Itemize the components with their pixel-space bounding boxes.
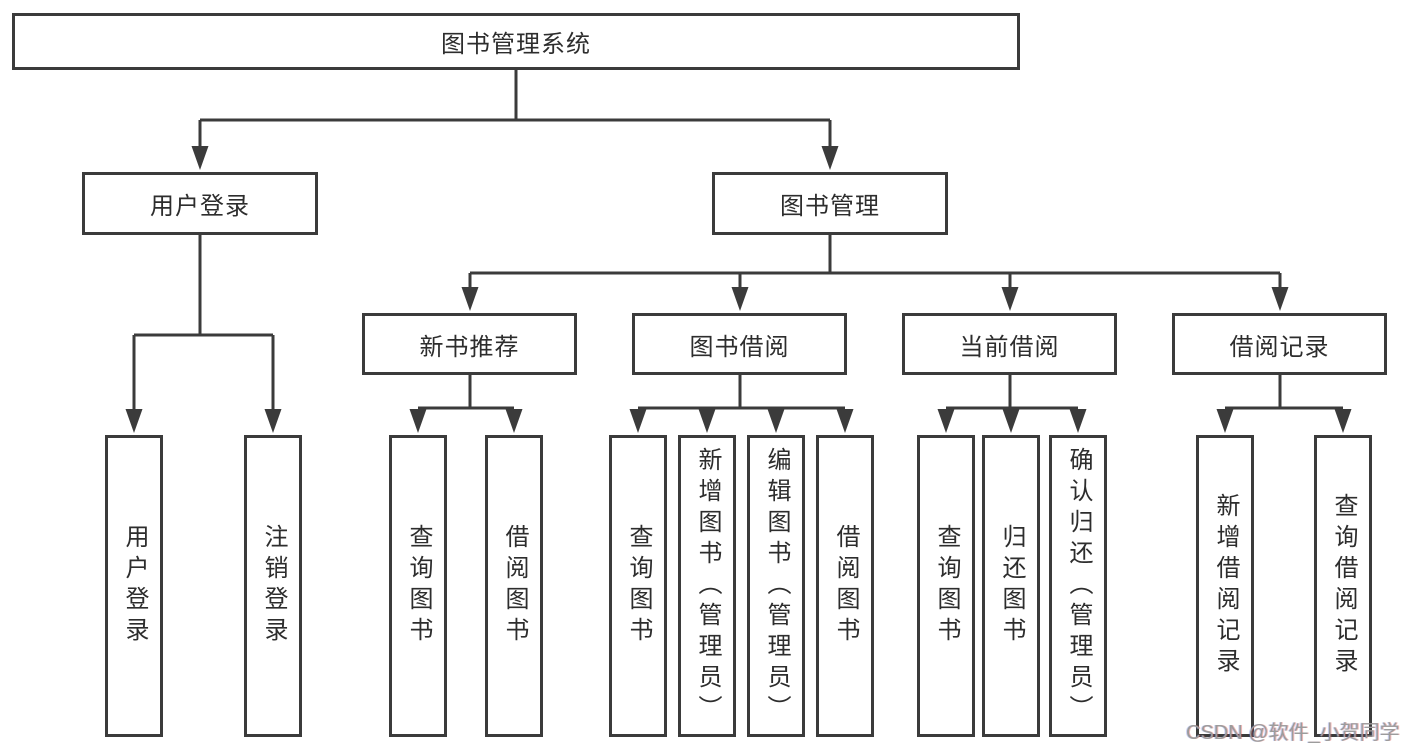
leaf-logout: 注销登录 <box>244 435 302 737</box>
connector-current-borrow <box>946 375 1078 410</box>
leaf-borrow-books: 借阅图书 <box>816 435 874 737</box>
node-borrow-records-label: 借阅记录 <box>1229 333 1330 361</box>
leaf-query-borrow-record: 查询借阅记录 <box>1314 435 1372 737</box>
leaf-query-books-recommend: 查询图书 <box>389 435 447 737</box>
connector-root <box>198 70 832 148</box>
node-root-label: 图书管理系统 <box>441 31 591 58</box>
node-root-system: 图书管理系统 <box>12 13 1020 70</box>
leaf-query-borrow-record-label: 查询借阅记录 <box>1330 493 1357 679</box>
node-current-borrow-label: 当前借阅 <box>959 333 1060 361</box>
leaf-borrow-books-label: 借阅图书 <box>832 524 859 648</box>
node-user-login-label: 用户登录 <box>150 193 250 220</box>
leaf-edit-books-admin-label: 编辑图书（管理员） <box>763 446 790 726</box>
leaf-query-books-current: 查询图书 <box>917 435 975 737</box>
connector-user-login <box>132 235 275 412</box>
node-book-borrow: 图书借阅 <box>632 313 847 375</box>
leaf-query-books-borrow: 查询图书 <box>609 435 667 737</box>
connector-new-book <box>418 375 514 410</box>
leaf-query-books-current-label: 查询图书 <box>933 524 960 648</box>
node-current-borrow: 当前借阅 <box>902 313 1117 375</box>
connector-book-management <box>468 235 1282 290</box>
node-new-book-recommend-label: 新书推荐 <box>419 333 520 361</box>
leaf-borrow-books-recommend: 借阅图书 <box>485 435 543 737</box>
leaf-confirm-return-admin: 确认归还（管理员） <box>1049 435 1107 737</box>
node-borrow-records: 借阅记录 <box>1172 313 1387 375</box>
leaf-query-books-borrow-label: 查询图书 <box>625 524 652 648</box>
leaf-confirm-return-admin-label: 确认归还（管理员） <box>1065 446 1092 726</box>
leaf-add-borrow-record-label: 新增借阅记录 <box>1212 493 1239 679</box>
node-new-book-recommend: 新书推荐 <box>362 313 577 375</box>
leaf-edit-books-admin: 编辑图书（管理员） <box>747 435 805 737</box>
arrowheads <box>125 146 1352 433</box>
leaf-user-login: 用户登录 <box>105 435 163 737</box>
csdn-watermark: CSDN @软件_小贺同学 <box>1186 722 1400 744</box>
node-book-management: 图书管理 <box>712 172 948 235</box>
leaf-query-books-recommend-label: 查询图书 <box>405 524 432 648</box>
connector-book-borrow <box>638 375 845 410</box>
node-book-management-label: 图书管理 <box>780 193 880 220</box>
leaf-borrow-books-recommend-label: 借阅图书 <box>501 524 528 648</box>
node-user-login: 用户登录 <box>82 172 318 235</box>
leaf-add-books-admin: 新增图书（管理员） <box>678 435 736 737</box>
leaf-return-books: 归还图书 <box>982 435 1040 737</box>
leaf-add-books-admin-label: 新增图书（管理员） <box>694 446 721 726</box>
leaf-return-books-label: 归还图书 <box>998 524 1025 648</box>
node-book-borrow-label: 图书借阅 <box>689 333 790 361</box>
leaf-logout-label: 注销登录 <box>260 524 287 648</box>
connector-borrow-records <box>1225 375 1343 410</box>
leaf-user-login-label: 用户登录 <box>121 524 148 648</box>
leaf-add-borrow-record: 新增借阅记录 <box>1196 435 1254 737</box>
